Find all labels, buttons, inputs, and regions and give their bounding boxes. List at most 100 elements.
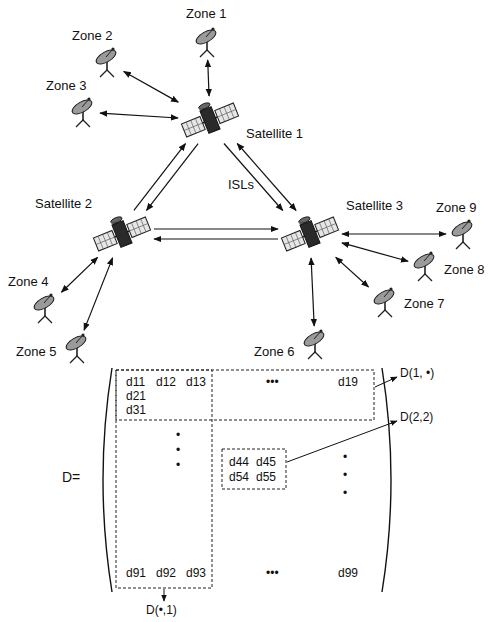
matrix-label: d13 [186,375,206,389]
station-legs [378,310,392,317]
ground-station-icon [30,292,60,324]
column-block-frame [116,370,212,588]
panel-grid [217,110,236,117]
dish-reflector [412,251,436,271]
dish-feed-horn [467,219,470,222]
link-arrow [237,144,296,211]
station-legs [308,352,322,359]
node-label: Zone 3 [46,78,86,93]
ground-zone-node: Zone 8 [410,250,440,282]
solar-panel [93,231,117,251]
node-label: Zone 7 [404,296,444,311]
node-label: Zone 6 [254,344,294,359]
solar-panel [315,217,339,237]
dish-feed-horn [81,333,84,336]
panel-grid [284,237,303,244]
dish-reflector [450,219,474,239]
panel-grid [317,224,336,231]
ground-station-figure [194,27,218,57]
station-legs [100,70,114,77]
matrix-label: • [176,428,180,442]
matrix-label: d19 [338,375,358,389]
satellite-node: Satellite 1 [180,98,240,142]
matrix-bracket [382,368,391,592]
matrix-label: d11 [126,375,145,389]
matrix-label: d31 [126,403,146,417]
satellite-body [200,107,220,134]
ground-zone-node: Zone 9 [448,218,478,250]
matrix-label: • [343,450,347,464]
satellite-icon [92,212,152,256]
node-label: Satellite 2 [35,196,92,211]
dish-reflector [32,293,56,313]
node-label: Satellite 1 [246,126,303,141]
dish-reflector [94,47,118,67]
dish-feed-horn [319,329,322,332]
node-label: Zone 1 [186,6,226,21]
ground-station-figure [450,219,474,249]
dish-feed-horn [49,293,52,296]
ground-station-icon [300,328,330,360]
matrix-label: d54 [229,470,249,484]
node-label: Zone 5 [16,344,56,359]
matrix-label: D(•,1) [146,603,177,617]
solar-panel [181,117,205,137]
matrix-label: • [176,443,180,457]
ground-station-icon [68,96,98,128]
link-arrow [154,228,278,229]
matrix-label: ••• [266,375,279,389]
ground-zone-node: Zone 7 [370,286,400,318]
panel-grid [129,224,148,231]
station-legs [70,356,84,363]
ground-station-figure [64,333,88,363]
satellite-icon [180,98,240,142]
satellite-antenna [110,216,123,225]
dish-feed-horn [87,97,90,100]
link-arrow [224,144,283,211]
station-legs [418,274,432,281]
link-arrow [134,144,186,211]
node-label: Zone 8 [444,262,484,277]
satellite-icon [280,212,340,256]
matrix-label: d45 [256,455,276,469]
ground-station-icon [410,250,440,282]
matrix-label: D(2,2) [400,410,433,424]
sub-block-frame [222,449,286,489]
satellite-node: Satellite 3 [280,212,340,256]
ground-station-figure [372,287,396,317]
panel-grid [96,237,115,244]
dish-reflector [70,97,94,117]
ground-station-figure [70,97,94,127]
dish-feed-horn [389,287,392,290]
matrix-label: d55 [256,470,276,484]
dish-reflector [372,287,396,307]
matrix-label: ISLs [228,178,254,192]
matrix-label: d93 [186,566,206,580]
ground-station-figure [412,251,436,281]
matrix-label: • [343,486,347,500]
matrix-label: d91 [126,566,146,580]
matrix-bracket [103,368,112,592]
node-label: Zone 2 [72,28,112,43]
link-arrow [336,257,369,287]
dish-reflector [64,333,88,353]
ground-station-icon [448,218,478,250]
row-block-frame [116,370,374,420]
dish-feed-horn [429,251,432,254]
link-arrow [61,257,97,292]
ground-station-icon [370,286,400,318]
dish-feed-horn [211,27,214,30]
satellite-node: Satellite 2 [92,212,152,256]
ground-station-icon [192,26,222,58]
ground-zone-node: Zone 3 [68,96,98,128]
panel-grid [184,123,203,130]
satellite-body [112,221,132,248]
link-arrow [208,60,209,96]
matrix-label: • [343,468,347,482]
matrix-label: d44 [229,455,249,469]
solar-panel [127,217,151,237]
node-label: Zone 4 [8,274,48,289]
ground-zone-node: Zone 2 [92,46,122,78]
ground-zone-node: Zone 1 [192,26,222,58]
